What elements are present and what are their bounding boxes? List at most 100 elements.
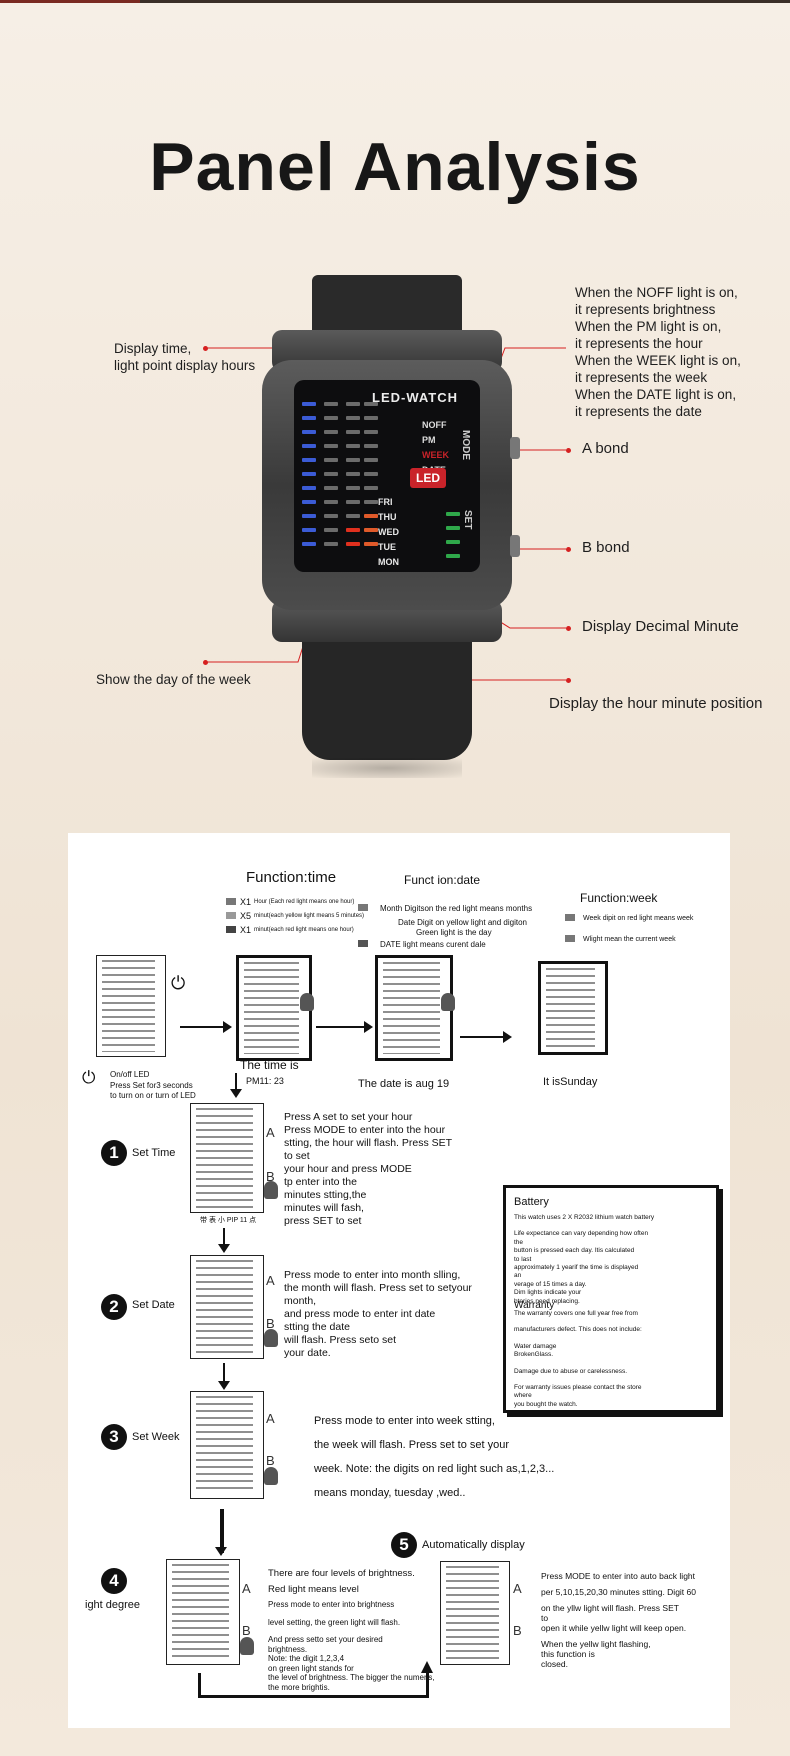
hand-icon <box>264 1329 278 1347</box>
watch-screen: LED-WATCH NOFF PM WEEK DATE LED MODE SET… <box>294 380 480 572</box>
page-title: Panel Analysis <box>149 129 641 205</box>
mode-label-noff: NOFF <box>422 420 447 430</box>
step-5-text: Press MODE to enter into auto back light… <box>541 1571 696 1669</box>
power-icon: ⏻ <box>82 1068 96 1087</box>
watch-led <box>346 486 360 490</box>
watch-led <box>364 458 378 462</box>
date-is-label: The date is aug 19 <box>358 1078 450 1090</box>
watch-led <box>446 512 460 516</box>
day-thu: THU <box>378 512 397 522</box>
hand-icon <box>240 1637 254 1655</box>
flow-arrow <box>316 1021 373 1033</box>
legend-mark: X5 <box>240 911 252 921</box>
warranty-text: The warranty covers one full year free f… <box>514 1310 642 1408</box>
day-mon: MON <box>378 557 399 567</box>
set-side-label: SET <box>462 510 473 530</box>
callout-hour-minute: Display the hour minute position <box>549 695 763 712</box>
legend-mark: X1 <box>240 925 252 935</box>
hand-icon <box>300 993 314 1011</box>
time-legend-1: Hour (Each red light means one hour) <box>254 899 355 905</box>
step-3-text: Press mode to enter into week stting,the… <box>314 1415 555 1499</box>
panel-brightness <box>166 1559 240 1665</box>
watch-led <box>302 430 316 434</box>
callout-dot-hour <box>566 678 571 683</box>
watch-led <box>346 528 360 532</box>
day-tue: TUE <box>378 542 396 552</box>
watch-shadow <box>312 758 462 778</box>
watch-led <box>346 402 360 406</box>
warranty-title: Warranty <box>514 1300 555 1311</box>
loop-arrow-head <box>421 1661 433 1673</box>
watch-led <box>324 402 338 406</box>
panel-set-week <box>190 1391 264 1499</box>
time-is-label: The time is <box>240 1058 299 1072</box>
step-2-number: 2 <box>101 1294 127 1320</box>
panel-off <box>96 955 166 1057</box>
watch-led <box>346 458 360 462</box>
panel-auto-display <box>440 1561 510 1665</box>
watch-led <box>324 542 338 546</box>
watch-led <box>364 472 378 476</box>
watch-led <box>324 528 338 532</box>
watch-led <box>324 486 338 490</box>
step-1-label: Set Time <box>132 1147 176 1159</box>
led-badge: LED <box>410 468 446 488</box>
watch-led <box>346 542 360 546</box>
watch-led <box>324 458 338 462</box>
watch-led <box>364 402 378 406</box>
watch-led <box>302 486 316 490</box>
watch-led <box>302 542 316 546</box>
watch-strap-bottom <box>302 640 472 760</box>
day-fri: FRI <box>378 497 393 507</box>
flow-arrow-down <box>218 1363 230 1390</box>
instruction-manual: Function:time Funct ion:date Function:we… <box>68 833 730 1728</box>
watch-led <box>364 486 378 490</box>
button-a-label: A <box>266 1411 275 1426</box>
hand-icon <box>441 993 455 1011</box>
step-4-text: There are four levels of brightness.Red … <box>268 1568 435 1692</box>
step-5-number: 5 <box>391 1532 417 1558</box>
battery-text: This watch uses 2 X R2032 lithium watch … <box>514 1214 655 1305</box>
watch-led <box>446 540 460 544</box>
function-week-heading: Function:week <box>580 891 658 905</box>
onoff-text-1: Press Set for3 seconds <box>110 1081 193 1090</box>
flow-arrow-down <box>215 1509 227 1556</box>
top-border <box>0 0 790 3</box>
watch-led <box>302 514 316 518</box>
week-legend-2: Wlight mean the current week <box>583 936 676 943</box>
callout-dot-day <box>203 660 208 665</box>
button-a-label: A <box>242 1581 251 1596</box>
callout-dot-a <box>566 448 571 453</box>
panel-week <box>538 961 608 1055</box>
step-4-number: 4 <box>101 1568 127 1594</box>
callout-b-bond: B bond <box>582 539 630 556</box>
watch-led <box>324 500 338 504</box>
callout-dot-b <box>566 547 571 552</box>
button-b-label: B <box>266 1453 275 1468</box>
step-1-number: 1 <box>101 1140 127 1166</box>
callout-display-time: Display time, light point display hours <box>114 341 256 373</box>
callout-day-of-week: Show the day of the week <box>96 672 251 687</box>
hand-icon <box>264 1467 278 1485</box>
watch-led <box>364 430 378 434</box>
callout-dot-time <box>203 346 208 351</box>
step-1-caption: 带 表 小 PIP 11 点 <box>200 1217 257 1224</box>
week-is-label: It isSunday <box>543 1076 598 1088</box>
legend-mark: X1 <box>240 897 252 907</box>
function-date-heading: Funct ion:date <box>404 873 481 887</box>
watch-led <box>324 472 338 476</box>
watch-led <box>346 500 360 504</box>
watch-led <box>302 472 316 476</box>
day-wed: WED <box>378 527 399 537</box>
mode-label-week: WEEK <box>422 450 449 460</box>
watch-led <box>346 416 360 420</box>
callout-dot-decimal <box>566 626 571 631</box>
legend-swatch <box>565 935 575 942</box>
watch-led <box>324 514 338 518</box>
button-b-label: B <box>513 1623 522 1638</box>
watch-led <box>364 528 378 532</box>
top-border-accent <box>0 0 140 3</box>
step-5-label: Automatically display <box>422 1539 525 1551</box>
time-legend-3: minut(each red light means one hour) <box>254 927 354 933</box>
